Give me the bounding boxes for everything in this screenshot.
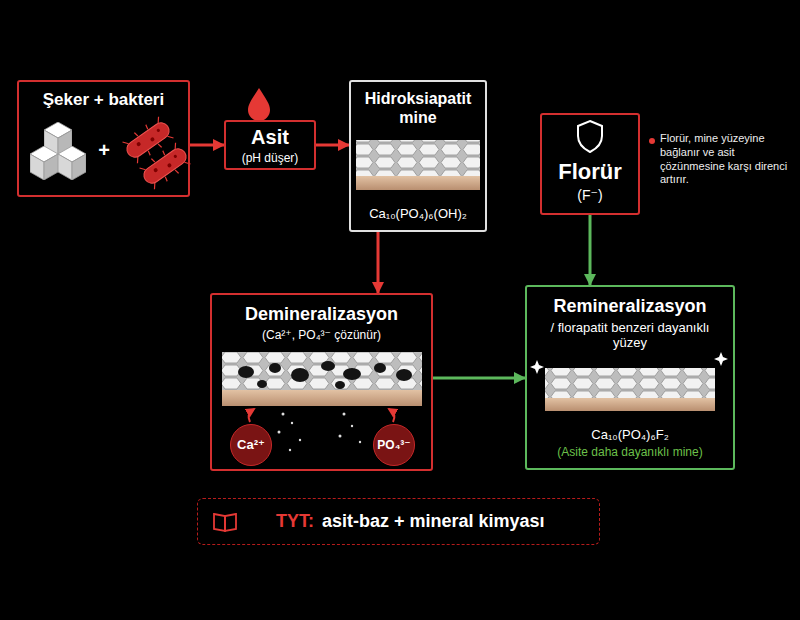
- node-title: Ca²⁺: [237, 437, 265, 453]
- node-title: TYT:: [276, 511, 314, 533]
- node-title: Florür: [558, 159, 622, 185]
- node-text: Ca₁₀(PO₄)₆(OH)₂: [369, 206, 467, 222]
- process-box: Asit (pH düşer): [224, 120, 316, 170]
- node-title: Asit: [251, 125, 289, 149]
- enamel-illustration: [356, 140, 480, 190]
- node-title: Hidroksiapatit mine: [357, 89, 479, 127]
- note-text: Florür, mine yüzeyine bağlanır ve asit ç…: [660, 132, 792, 187]
- node-text: (F⁻): [577, 187, 602, 204]
- node-title: Şeker + bakteri: [43, 90, 164, 110]
- node-text: (pH düşer): [242, 151, 299, 165]
- enamel-box: Hidroksiapatit mineCa₁₀(PO₄)₆(OH)₂: [349, 80, 487, 232]
- flow-arrow: [377, 232, 380, 293]
- bacteria: [120, 115, 192, 191]
- sugar-cubes: [30, 122, 86, 180]
- node-title: Demineralizasyon: [245, 304, 398, 326]
- acid-drop: [248, 88, 270, 121]
- fluorapatite-enamel: [530, 352, 728, 411]
- note-dot: [649, 138, 655, 144]
- node-text: asit-baz + mineral kimyası: [322, 511, 545, 533]
- node-title: PO₄³⁻: [377, 438, 410, 452]
- fluoride-box: Florür (F⁻): [540, 113, 640, 215]
- flow-arrow: [190, 144, 224, 147]
- flow-arrow: [589, 215, 592, 285]
- flow-arrow: [316, 144, 349, 147]
- book-icon: [214, 514, 236, 531]
- ion-circle: Ca²⁺: [230, 424, 272, 466]
- topic-band: TYT: asit-baz + mineral kimyası: [197, 498, 600, 545]
- plus-sign: +: [97, 138, 111, 163]
- process-box: Şeker + bakteri: [17, 80, 190, 197]
- flow-arrow: [433, 377, 525, 380]
- node-text: (Ca²⁺, PO₄³⁻ çözünür): [262, 328, 381, 342]
- ion-circle: PO₄³⁻: [373, 424, 415, 466]
- node-text: Ca₁₀(PO₄)₆F₂: [591, 427, 668, 443]
- node-title: Remineralizasyon: [553, 296, 706, 318]
- shield-icon: [578, 121, 602, 152]
- process-box: Demineralizasyon (Ca²⁺, PO₄³⁻ çözünür) Ca²…: [210, 293, 433, 471]
- node-text: (Asite daha dayanıklı mine): [557, 445, 702, 459]
- node-text: / florapatit benzeri dayanıklı yüzey: [533, 320, 727, 351]
- result-box: Remineralizasyon/ florapatit benzeri day…: [525, 285, 735, 470]
